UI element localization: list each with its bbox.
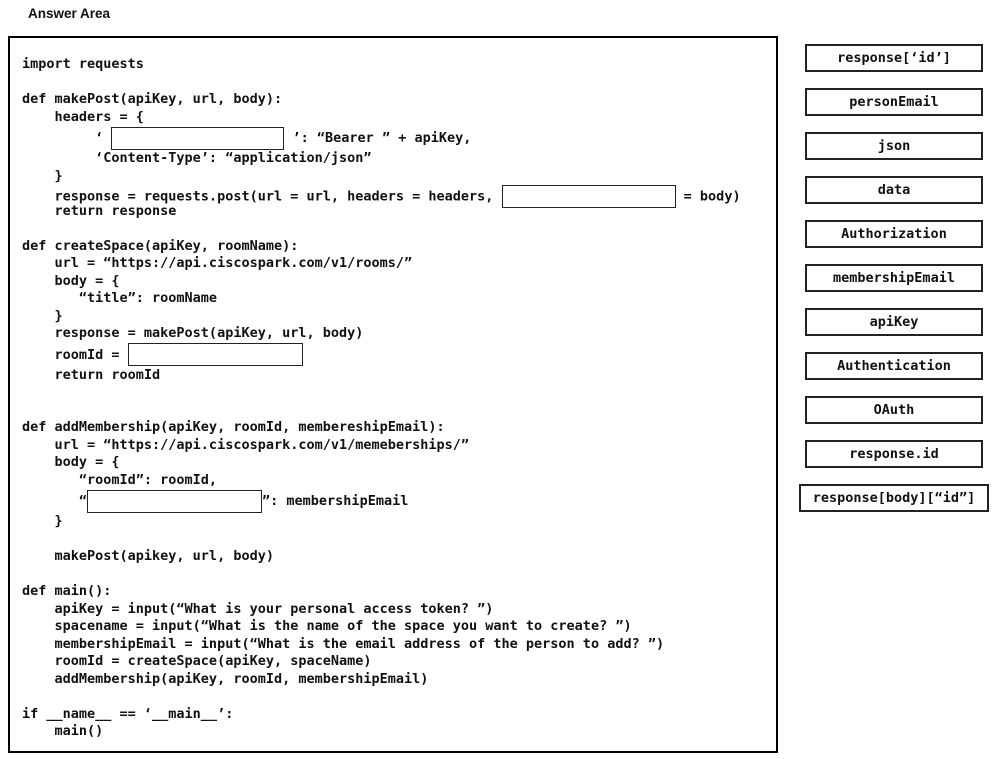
code-text: url = “https://api.ciscospark.com/v1/mem…	[22, 436, 470, 453]
code-line: url = “https://api.ciscospark.com/v1/roo…	[22, 255, 776, 273]
code-text: }	[22, 307, 63, 324]
code-lines: import requests def makePost(apiKey, url,…	[22, 56, 776, 741]
code-text: ’: “Bearer ” + apiKey,	[284, 130, 472, 146]
code-blank-post-body-param[interactable]	[501, 185, 676, 208]
code-text: def makePost(apiKey, url, body):	[22, 91, 283, 107]
option-authentication[interactable]: Authentication	[805, 352, 983, 380]
code-line: def main():	[22, 583, 776, 601]
code-text: “roomId”: roomId,	[22, 471, 218, 488]
code-line: return roomId	[22, 367, 776, 385]
option-response-body-id[interactable]: response[body][“id”]	[799, 484, 989, 512]
code-line: makePost(apikey, url, body)	[22, 548, 776, 566]
option-response-dot-id[interactable]: response.id	[805, 440, 983, 468]
code-line: if __name__ == ‘__main__’:	[22, 706, 776, 724]
code-text: membershipEmail = input(“What is the ema…	[22, 635, 665, 652]
code-blank-authorization-header-key[interactable]	[111, 126, 285, 150]
option-membership-email[interactable]: membershipEmail	[805, 264, 983, 292]
answer-area-title: Answer Area	[28, 6, 111, 21]
code-text: def main():	[22, 583, 112, 599]
code-text: “title”: roomName	[22, 290, 218, 306]
code-text: return roomId	[22, 366, 161, 383]
code-text: spacename = input(“What is the name of t…	[22, 618, 632, 634]
code-blank-person-email-key[interactable]	[87, 489, 263, 513]
code-line: “roomId”: roomId,	[22, 472, 776, 490]
code-line: spacename = input(“What is the name of t…	[22, 618, 776, 636]
code-text: makePost(apikey, url, body)	[22, 548, 274, 564]
answer-area-code-panel: import requests def makePost(apiKey, url,…	[8, 36, 778, 753]
code-line: return response	[22, 203, 776, 221]
code-text: addMembership(apiKey, roomId, membership…	[22, 670, 429, 687]
code-text: headers = {	[22, 108, 144, 125]
code-text: ”: membershipEmail	[262, 493, 409, 509]
code-text: if __name__ == ‘__main__’:	[22, 705, 234, 722]
code-line: response = requests.post(url = url, head…	[22, 185, 776, 208]
option-authorization[interactable]: Authorization	[805, 220, 983, 248]
code-text: }	[22, 167, 63, 184]
code-text: = body)	[675, 188, 741, 205]
code-line	[22, 402, 776, 420]
code-line: “ ”: membershipEmail	[22, 489, 776, 513]
code-text: roomId = createSpace(apiKey, spaceName)	[22, 653, 372, 669]
code-line: addMembership(apiKey, roomId, membership…	[22, 671, 776, 689]
code-text: body = {	[22, 272, 120, 289]
option-api-key[interactable]: apiKey	[805, 308, 983, 336]
code-text: url = “https://api.ciscospark.com/v1/roo…	[22, 255, 413, 271]
code-blank-room-id-value[interactable]	[127, 343, 303, 366]
code-text: roomId =	[22, 346, 128, 363]
code-line	[22, 74, 776, 92]
code-line	[22, 220, 776, 238]
code-line: apiKey = input(“What is your personal ac…	[22, 601, 776, 619]
code-line: roomId = createSpace(apiKey, spaceName)	[22, 653, 776, 671]
option-response-id-brackets[interactable]: response[‘id’]	[805, 44, 983, 72]
code-text: response = requests.post(url = url, head…	[22, 188, 502, 205]
code-line: ‘ ’: “Bearer ” + apiKey,	[22, 126, 776, 150]
code-line: ‘Content-Type’: “application/json”	[22, 150, 776, 168]
code-line: }	[22, 308, 776, 326]
code-line: }	[22, 513, 776, 531]
code-line: }	[22, 168, 776, 186]
code-text: apiKey = input(“What is your personal ac…	[22, 600, 494, 617]
code-text: import requests	[22, 56, 144, 72]
code-line: response = makePost(apiKey, url, body)	[22, 325, 776, 343]
code-line: def createSpace(apiKey, roomName):	[22, 238, 776, 256]
code-text: def addMembership(apiKey, roomId, member…	[22, 419, 445, 435]
option-person-email[interactable]: personEmail	[805, 88, 983, 116]
code-line: main()	[22, 723, 776, 741]
code-line	[22, 688, 776, 706]
code-line	[22, 531, 776, 549]
code-text: body = {	[22, 454, 120, 470]
code-line: headers = {	[22, 109, 776, 127]
code-line: membershipEmail = input(“What is the ema…	[22, 636, 776, 654]
code-line: url = “https://api.ciscospark.com/v1/mem…	[22, 437, 776, 455]
code-text: return response	[22, 202, 177, 219]
code-line: “title”: roomName	[22, 290, 776, 308]
code-line: def addMembership(apiKey, roomId, member…	[22, 419, 776, 437]
code-text: ‘Content-Type’: “application/json”	[22, 150, 372, 166]
option-data[interactable]: data	[805, 176, 983, 204]
option-oauth[interactable]: OAuth	[805, 396, 983, 424]
code-line: body = {	[22, 273, 776, 291]
code-line: roomId =	[22, 343, 776, 367]
code-line: def makePost(apiKey, url, body):	[22, 91, 776, 109]
code-text: main()	[22, 723, 104, 739]
option-json[interactable]: json	[805, 132, 983, 160]
code-text: ‘	[22, 130, 112, 146]
code-text: def createSpace(apiKey, roomName):	[22, 237, 299, 254]
code-line: import requests	[22, 56, 776, 74]
code-text: }	[22, 513, 63, 529]
code-line: body = {	[22, 454, 776, 472]
code-line	[22, 566, 776, 584]
code-text: “	[22, 493, 88, 509]
code-line	[22, 384, 776, 402]
code-text: response = makePost(apiKey, url, body)	[22, 325, 364, 341]
